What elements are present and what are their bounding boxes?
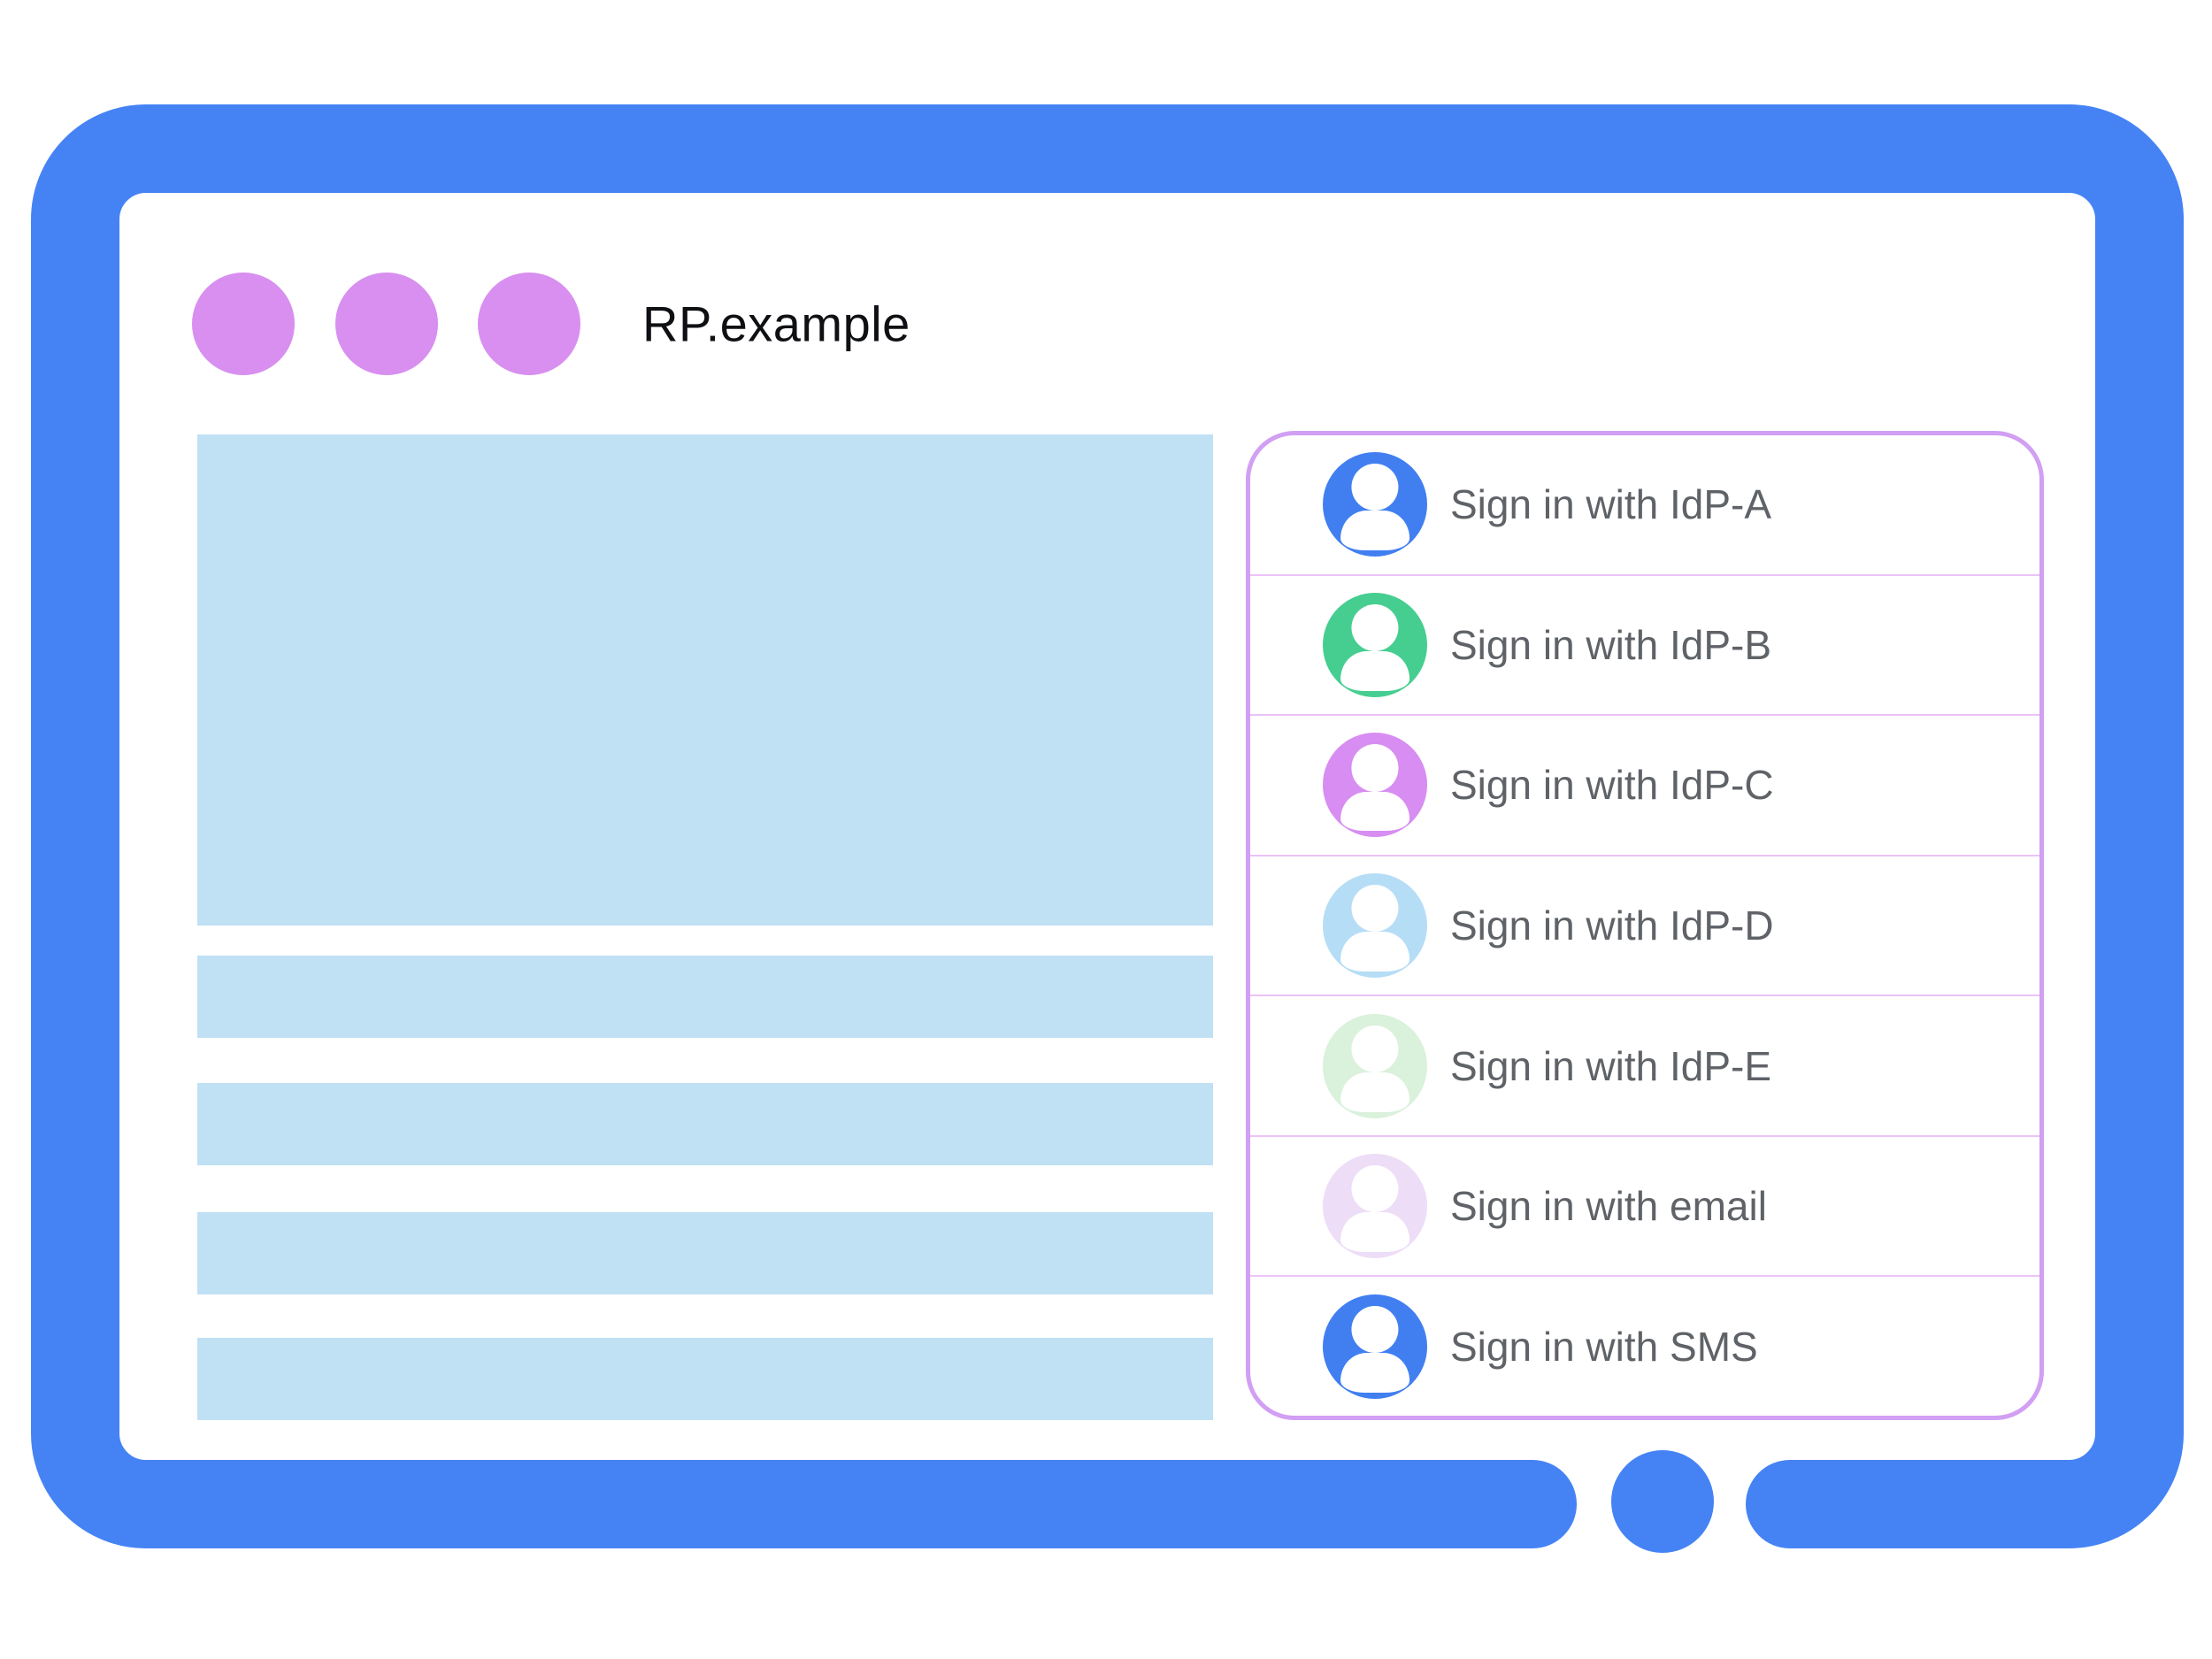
signin-option-label: Sign in with IdP-C [1450,762,1774,809]
content-placeholder-line [197,1212,1213,1294]
signin-option-label: Sign in with IdP-A [1450,481,1772,528]
user-avatar-icon [1323,1154,1427,1259]
signin-option-sms[interactable]: Sign in with SMS [1250,1275,2039,1416]
home-button-dot [1611,1450,1714,1553]
window-control-dot[interactable] [192,273,295,375]
user-avatar-icon [1323,1013,1427,1118]
signin-option-idp-a[interactable]: Sign in with IdP-A [1250,435,2039,574]
frame-bar-left-cap [1479,1460,1577,1548]
signin-option-idp-d[interactable]: Sign in with IdP-D [1250,854,2039,995]
signin-option-label: Sign in with email [1450,1183,1767,1230]
signin-option-idp-e[interactable]: Sign in with IdP-E [1250,995,2039,1135]
signin-option-idp-c[interactable]: Sign in with IdP-C [1250,714,2039,855]
content-placeholder-hero [197,434,1213,926]
signin-option-label: Sign in with IdP-D [1450,902,1774,949]
signin-panel: Sign in with IdP-A Sign in with IdP-B Si… [1246,431,2044,1420]
user-avatar-icon [1323,1294,1427,1399]
frame-bar-right-cap [1746,1460,1843,1548]
window-control-dot[interactable] [335,273,438,375]
signin-option-label: Sign in with IdP-E [1450,1042,1772,1089]
window-control-dot[interactable] [478,273,580,375]
user-avatar-icon [1323,452,1427,557]
content-placeholder-line [197,1338,1213,1420]
site-title: RP.example [642,296,910,352]
signin-option-label: Sign in with SMS [1450,1323,1758,1370]
signin-option-label: Sign in with IdP-B [1450,621,1772,668]
user-avatar-icon [1323,733,1427,838]
user-avatar-icon [1323,873,1427,979]
signin-option-idp-b[interactable]: Sign in with IdP-B [1250,573,2039,715]
user-avatar-icon [1323,592,1427,697]
content-placeholder-line [197,956,1213,1038]
signin-option-email[interactable]: Sign in with email [1250,1134,2039,1276]
content-placeholder-line [197,1083,1213,1165]
